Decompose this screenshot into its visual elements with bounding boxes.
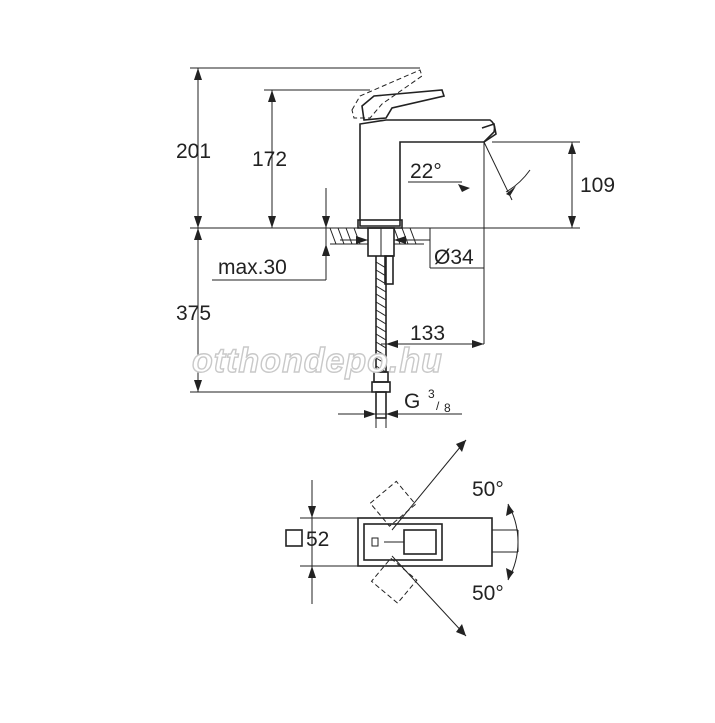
counter-hatch-right [393, 227, 424, 245]
dim-133-arrows [386, 340, 484, 348]
label-172: 172 [252, 148, 287, 171]
top-lever-grip [403, 529, 437, 555]
dim-d34-arrows [356, 236, 406, 244]
label-g-slash: / [436, 399, 440, 413]
top-body [357, 517, 493, 567]
rotation-arc-arrows [506, 504, 514, 580]
angle-stream [483, 141, 513, 201]
lever-raised-outline [351, 69, 423, 119]
label-375: 375 [176, 302, 211, 325]
top-indicator [371, 537, 379, 547]
mounting-rod [384, 255, 394, 285]
dim-g38-arrows [364, 410, 398, 418]
label-201: 201 [176, 140, 211, 163]
label-d34: Ø34 [434, 246, 474, 269]
label-50-top: 50° [472, 478, 504, 501]
side-view: 201 172 109 22° max.30 Ø34 [176, 67, 615, 428]
hose-thread [375, 391, 387, 419]
watermark: otthondepo.hu [192, 342, 443, 380]
rotation-line-up [391, 439, 467, 531]
hose-fitting-hex [371, 381, 391, 393]
lever-rotated-up [369, 480, 417, 527]
rotation-arrow-down [456, 624, 466, 636]
lever-handle [361, 89, 446, 121]
angle-arrow-left [458, 184, 470, 192]
rotation-arc [507, 503, 519, 581]
top-view: 50° 50° 52 [285, 439, 519, 637]
label-max30: max.30 [218, 256, 287, 279]
label-109: 109 [580, 174, 615, 197]
square-symbol-icon [285, 529, 303, 547]
label-50-bottom: 50° [472, 582, 504, 605]
lever-rotated-down [370, 557, 418, 604]
top-lever [363, 523, 443, 561]
rotation-arrow-up [456, 440, 466, 452]
hose-braid [375, 261, 387, 373]
rotation-line-down [391, 555, 467, 637]
angle-arrow-right [506, 186, 516, 196]
angle-arc [505, 169, 531, 193]
spout-outlet [481, 122, 497, 143]
label-22: 22° [410, 160, 442, 183]
counter-hatch-left [329, 227, 368, 245]
label-g-num: 3 [428, 387, 435, 401]
dim-max30-arrows [322, 216, 330, 256]
label-g-thread: G [404, 390, 420, 413]
label-g-den: 8 [444, 401, 451, 415]
label-133: 133 [410, 322, 445, 345]
label-52: 52 [306, 528, 329, 551]
